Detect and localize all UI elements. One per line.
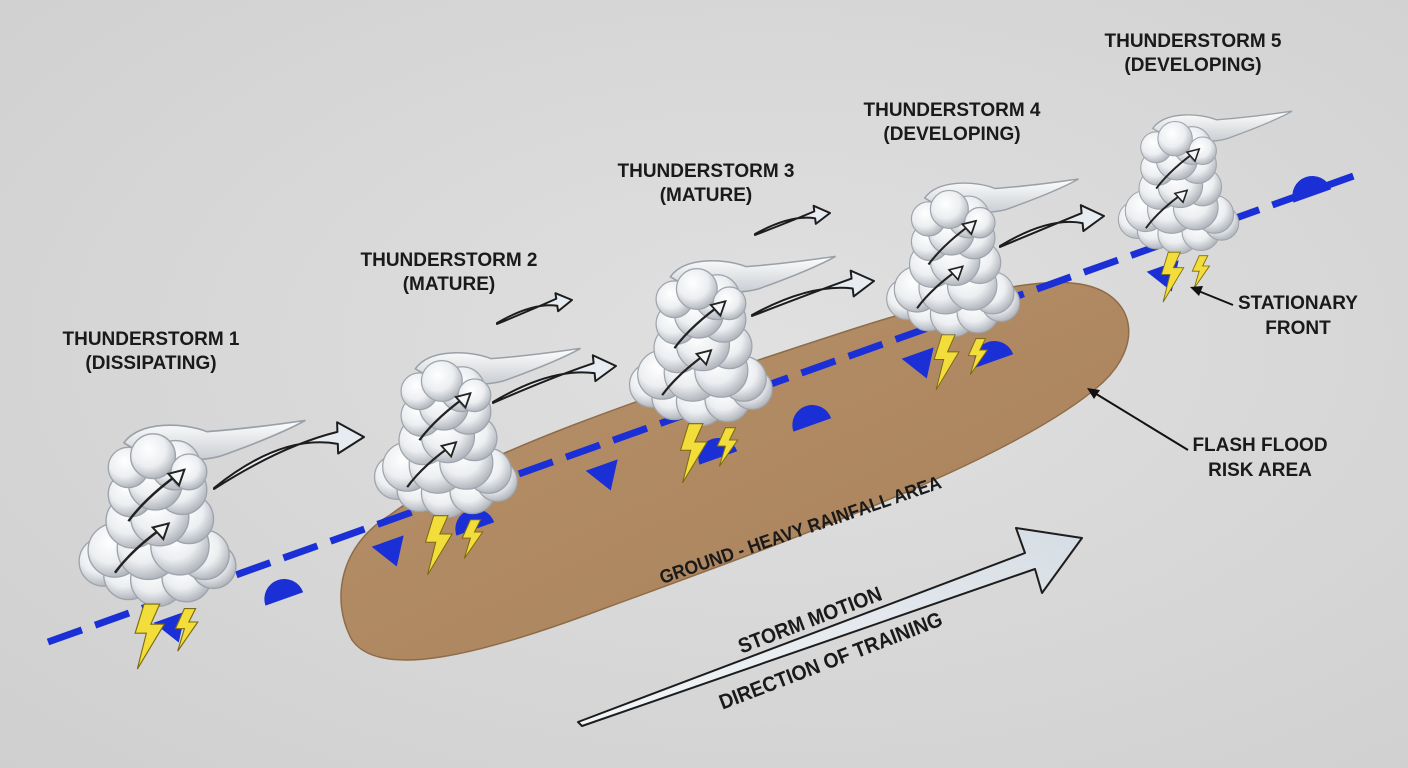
flow-arrow xyxy=(751,269,875,317)
cold-front-triangle xyxy=(901,347,934,379)
storm-4-name: THUNDERSTORM 4 xyxy=(863,100,1041,121)
storm-3-name: THUNDERSTORM 3 xyxy=(617,161,795,182)
warm-front-semicircle xyxy=(974,340,1014,368)
updraft-arrow-head xyxy=(150,522,171,541)
lightning-bolt-icon xyxy=(1191,255,1211,289)
lightning-bolt-icon xyxy=(933,334,960,391)
warm-front-semicircle xyxy=(264,578,304,606)
flow-arrow-body xyxy=(754,204,831,236)
storm-3-stage: (MATURE) xyxy=(659,185,753,206)
storm-2-stage: (MATURE) xyxy=(402,274,496,295)
flood-callout-arrow xyxy=(1087,388,1189,451)
warm-front-semicircle xyxy=(792,404,832,432)
lightning-bolt-icon xyxy=(174,608,199,652)
warm-front-semicircle xyxy=(1292,175,1332,203)
updraft-arrow-head xyxy=(439,440,458,459)
updraft-arrow-head xyxy=(1173,189,1189,204)
flood-callout-line1: FLASH FLOOD xyxy=(1192,435,1328,456)
front-callout-line2: FRONT xyxy=(1265,318,1331,339)
flow-arrow-body xyxy=(999,204,1105,248)
storm-2-name: THUNDERSTORM 2 xyxy=(360,250,538,271)
flow-arrow xyxy=(754,204,831,236)
front-callout-arrow xyxy=(1190,286,1234,306)
flash-flood-callout: FLASH FLOOD RISK AREA xyxy=(1185,433,1335,483)
cold-front-triangle xyxy=(585,459,618,491)
cloud-puff xyxy=(129,433,177,480)
storm-layer xyxy=(78,110,1293,670)
thunderstorm-4-cloud xyxy=(886,178,1079,391)
lightning-bolt-icon xyxy=(424,515,453,576)
flow-arrow xyxy=(496,292,573,325)
storm-motion-arrow xyxy=(577,527,1083,727)
updraft-arrow-head xyxy=(947,265,965,282)
flow-arrow-layer xyxy=(213,204,1105,490)
storm-5-name: THUNDERSTORM 5 xyxy=(1104,31,1282,52)
cold-front-triangle xyxy=(153,611,186,643)
flood-callout-line2: RISK AREA xyxy=(1208,460,1312,481)
thunderstorm-3-cloud xyxy=(628,255,836,484)
cloud-puff xyxy=(675,268,718,311)
flow-arrow xyxy=(492,354,617,404)
lightning-bolt-icon xyxy=(967,338,989,375)
storm-5-label: THUNDERSTORM 5 (DEVELOPING) xyxy=(1088,30,1298,78)
lightning-bolt-icon xyxy=(679,423,708,484)
storm-1-label: THUNDERSTORM 1 (DISSIPATING) xyxy=(46,328,256,376)
storm-4-label: THUNDERSTORM 4 (DEVELOPING) xyxy=(847,99,1057,147)
thunderstorm-1-cloud xyxy=(78,419,306,670)
updraft-arrow-head xyxy=(454,391,472,410)
storm-1-stage: (DISSIPATING) xyxy=(85,353,217,374)
flow-arrow-body xyxy=(213,421,365,490)
lightning-bolt-icon xyxy=(716,427,739,467)
front-callout-line1: STATIONARY xyxy=(1238,293,1358,314)
lightning-bolt-icon xyxy=(134,603,166,670)
thunderstorm-5-cloud xyxy=(1117,110,1293,303)
flow-arrow-body xyxy=(496,292,573,325)
updraft-arrow-head xyxy=(166,468,186,488)
flow-arrow-body xyxy=(751,269,875,317)
cloud-puff xyxy=(420,360,463,403)
updraft-arrow-head xyxy=(1185,147,1201,163)
stationary-front-callout: STATIONARY FRONT xyxy=(1228,291,1368,341)
storm-3-label: THUNDERSTORM 3 (MATURE) xyxy=(601,160,811,208)
storm-2-label: THUNDERSTORM 2 (MATURE) xyxy=(344,249,554,297)
lightning-bolt-icon xyxy=(461,519,484,559)
stationary-front-line xyxy=(46,169,1364,646)
updraft-arrow-head xyxy=(960,219,978,236)
thunderstorm-2-cloud xyxy=(373,347,581,576)
storm-5-stage: (DEVELOPING) xyxy=(1124,55,1262,76)
storm-1-name: THUNDERSTORM 1 xyxy=(62,329,240,350)
lightning-bolt-icon xyxy=(1160,251,1185,303)
flow-arrow xyxy=(213,421,365,490)
storm-4-stage: (DEVELOPING) xyxy=(883,124,1021,145)
updraft-arrow-head xyxy=(709,299,727,318)
flow-arrow xyxy=(999,204,1105,248)
cold-front-triangle xyxy=(371,535,404,567)
cloud-puff xyxy=(1157,121,1193,157)
flow-arrow-body xyxy=(492,354,617,404)
cloud-puff xyxy=(929,189,969,229)
updraft-arrow-head xyxy=(694,348,713,367)
